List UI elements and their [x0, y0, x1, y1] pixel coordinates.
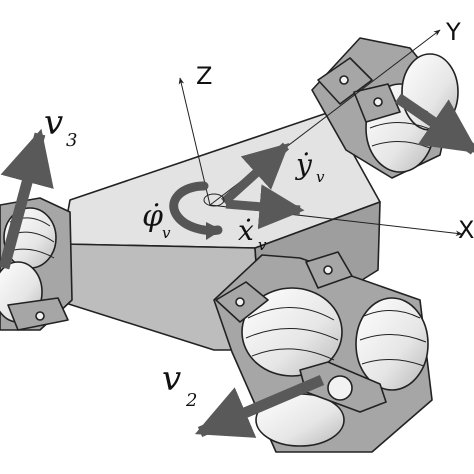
wheel-2-groove-b: [245, 328, 339, 341]
x-dot-arrow: [225, 184, 305, 230]
wheel-3-hole: [35, 311, 45, 321]
wheel-2-groove-a: [247, 307, 335, 321]
label-x-dot-sub: v: [258, 236, 267, 254]
y-dot-arrow: [220, 142, 290, 206]
wheel-2-hole-left: [235, 297, 245, 307]
rotation-arc: [169, 181, 223, 235]
labels: Z Y X v 3 v 2 ẏ v ẋ v φ̇ v: [44, 18, 474, 411]
wheel-1-hole-a: [339, 75, 349, 85]
v2-arrow: [194, 374, 325, 438]
label-x-dot: ẋ: [238, 214, 254, 247]
wheel-1-hole-b: [373, 97, 383, 107]
label-v3-sub: 3: [66, 130, 77, 151]
wheel-2-hub-hole: [327, 375, 353, 401]
v1-arrow: [394, 93, 474, 155]
wheel-2-hole-top: [323, 265, 333, 275]
wheel-3: [0, 197, 73, 331]
label-y-dot: ẏ: [294, 148, 313, 181]
label-v2-sub: 2: [185, 390, 197, 411]
wheel-2-roller-b: [355, 297, 429, 391]
label-v2: v: [162, 359, 181, 399]
label-y-dot-sub: v: [316, 168, 325, 186]
wheel-2-groove-f: [361, 358, 425, 367]
label-axis-x: X: [458, 216, 474, 244]
label-phi-dot: φ̇: [142, 199, 163, 234]
wheel-2-groove-c: [251, 348, 335, 361]
rotation-center: [203, 193, 225, 207]
label-v3: v: [44, 103, 63, 143]
wheel-2-roller-a: [241, 287, 343, 377]
label-phi-dot-sub: v: [162, 224, 171, 242]
v3-arrow: [0, 128, 54, 270]
wheel-2-groove-d: [363, 310, 421, 319]
label-axis-y: Y: [445, 18, 461, 46]
rotation-arrowhead: [206, 222, 222, 240]
wheel-2: [213, 251, 433, 453]
wheel-2-groove-e: [359, 333, 427, 343]
velocity-arrows: [0, 93, 474, 438]
rotation-indicator: [169, 181, 225, 240]
label-axis-z: Z: [196, 62, 212, 90]
